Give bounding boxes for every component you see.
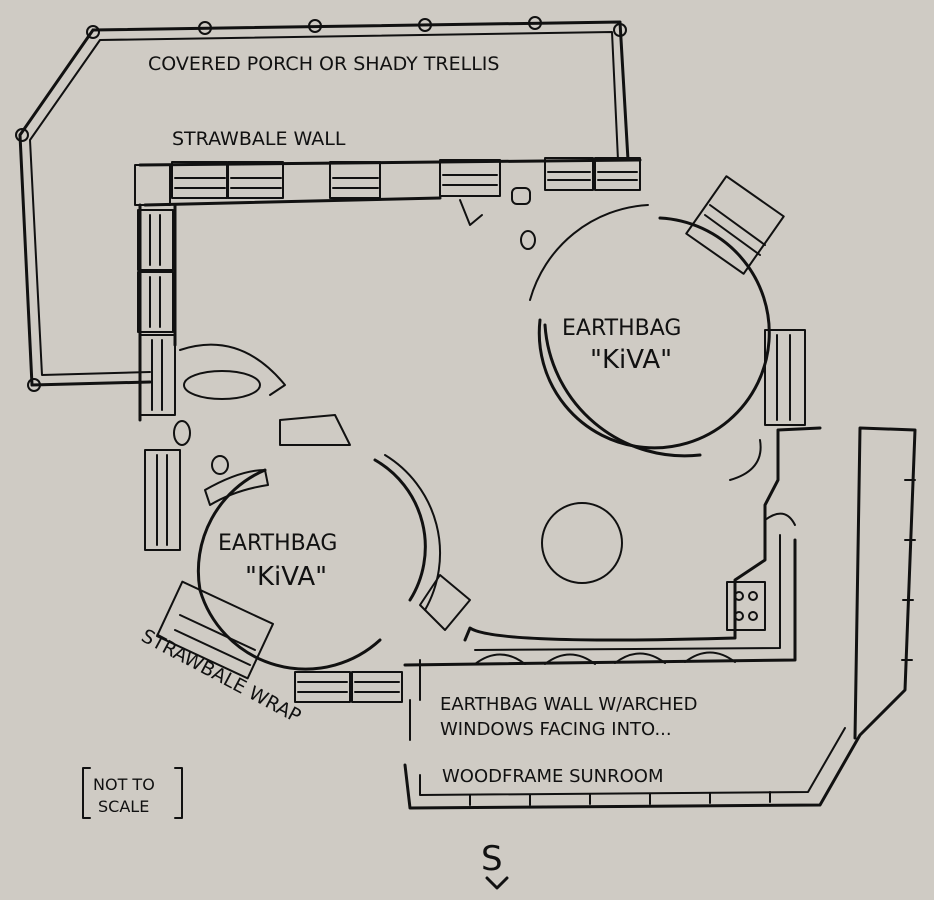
interior-walls [463, 426, 822, 651]
strawbale-wall-top [134, 157, 642, 207]
kiva-lower [156, 343, 471, 703]
label-not-to: NOT TO [93, 775, 155, 794]
compass-letter: S [481, 839, 503, 879]
label-earthbag-wall-line2: WINDOWS FACING INTO... [440, 719, 672, 740]
compass-indicator: S [481, 839, 509, 890]
label-kiva-upper-line1: EARTHBAG [562, 316, 681, 341]
label-sunroom: WOODFRAME SUNROOM [442, 766, 664, 787]
label-porch: COVERED PORCH OR SHADY TRELLIS [148, 53, 499, 75]
sunroom-outline [403, 426, 917, 810]
porch-outline [15, 16, 630, 392]
label-strawbale-wrap: STRAWBALE WRAP [138, 625, 305, 728]
compass-arrow-icon [485, 876, 509, 890]
earthbag-arched-wall [403, 538, 797, 741]
label-kiva-upper-line2: "KiVA" [590, 345, 672, 375]
label-strawbale-wall: STRAWBALE WALL [172, 128, 346, 150]
kiva-upper [459, 175, 806, 458]
label-kiva-lower-line2: "KiVA" [245, 562, 327, 592]
label-kiva-lower-line1: EARTHBAG [218, 531, 337, 556]
label-earthbag-wall-line1: EARTHBAG WALL W/ARCHED [440, 694, 697, 715]
strawbale-wall-left [137, 203, 181, 551]
label-scale: SCALE [98, 797, 149, 816]
scale-note: NOT TO SCALE [82, 767, 183, 819]
